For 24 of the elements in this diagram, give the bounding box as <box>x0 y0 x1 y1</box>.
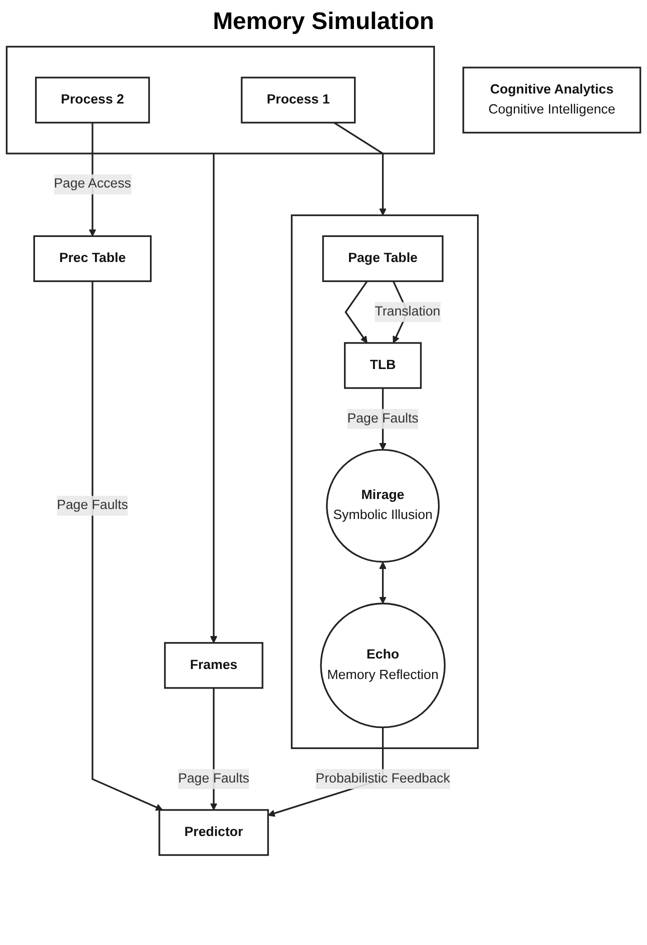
arrow <box>334 122 387 216</box>
edge-label: Translation <box>374 304 440 319</box>
node-box: Process 1 <box>240 76 356 124</box>
edge-label: Page Faults <box>178 772 250 786</box>
node-circle: Mirage Symbolic Illusion <box>326 448 440 563</box>
node-circle: Echo Memory Reflection <box>320 602 446 728</box>
diagram-title: Memory Simulation <box>212 8 436 36</box>
node-box: Process 2 <box>35 76 150 124</box>
edge-label: Page Access <box>54 176 132 192</box>
arrow <box>379 562 387 604</box>
arrow <box>344 280 368 344</box>
arrow <box>210 154 218 644</box>
node-box: Page Table <box>322 235 444 282</box>
node-box: Frames <box>164 642 264 689</box>
edge-label: Page Faults <box>347 411 418 426</box>
arrow <box>92 281 163 811</box>
node-box: Predictor <box>158 809 269 856</box>
edge-label: Page Faults <box>56 498 128 512</box>
node-box: Prec Table <box>33 235 152 282</box>
cluster <box>6 46 435 154</box>
node-box: TLB <box>344 342 422 389</box>
node-box: Cognitive Analytics Cognitive Intelligence <box>462 66 642 134</box>
edge-label: Probabilistic Feedback <box>316 772 450 786</box>
cluster <box>290 214 479 750</box>
